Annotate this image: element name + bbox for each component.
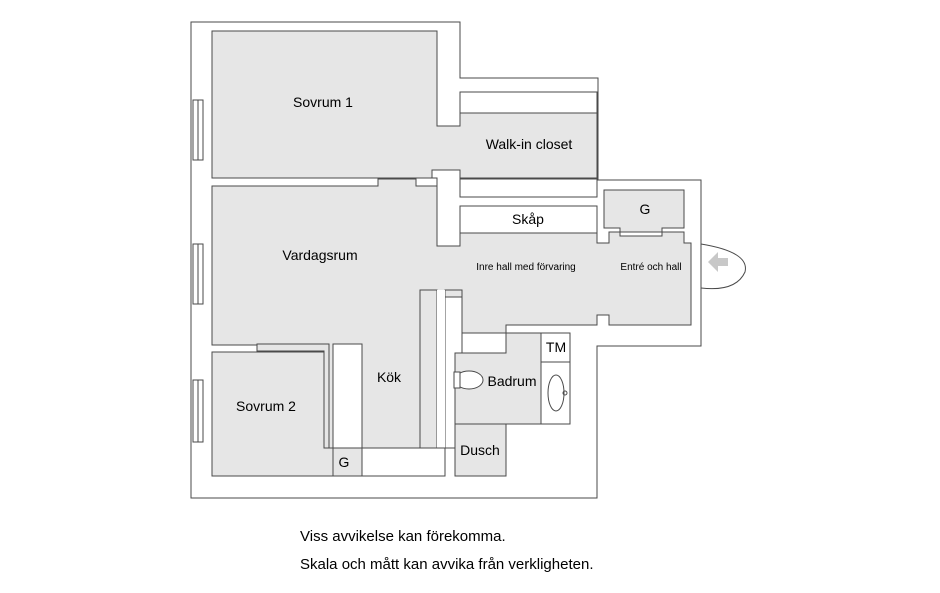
passage-bottom (361, 447, 446, 477)
room-g-entry (603, 189, 685, 233)
label-entre: Entré och hall (620, 262, 681, 273)
kitchen-counter (332, 343, 363, 449)
disclaimer-line-2: Skala och mått kan avvika från verklighe… (300, 556, 594, 573)
outer-wall (190, 21, 702, 499)
room-skap (459, 205, 598, 234)
label-inre-hall: Inre hall med förvaring (476, 262, 576, 273)
toilet-icon (453, 370, 484, 390)
room-tm (540, 332, 571, 363)
label-badrum: Badrum (487, 373, 536, 389)
label-vardagsrum: Vardagsrum (282, 247, 357, 263)
sink-icon (547, 374, 565, 412)
disclaimer-line-1: Viss avvikelse kan förekomma. (300, 528, 506, 545)
label-walkin: Walk-in closet (486, 136, 573, 152)
walkin-shelf-bottom (459, 178, 598, 198)
label-kok: Kök (377, 369, 402, 385)
label-skap: Skåp (512, 211, 544, 227)
entrance-arrow-icon (708, 252, 728, 272)
room-sovrum-2 (211, 351, 334, 477)
sink-counter (540, 361, 571, 425)
sink-drain-icon (562, 390, 568, 396)
window-middle (192, 243, 204, 305)
label-tm: TM (546, 339, 566, 355)
label-sovrum-2: Sovrum 2 (236, 398, 296, 414)
window-bottom (192, 379, 204, 443)
label-dusch: Dusch (460, 442, 500, 458)
label-g-entry: G (640, 201, 651, 217)
entry-door-swing-outer (700, 243, 746, 290)
label-g-bedroom: G (339, 454, 350, 470)
label-sovrum-1: Sovrum 1 (293, 94, 353, 110)
corridor-gap (437, 290, 445, 448)
walkin-shelf-top (459, 91, 598, 114)
window-top (192, 99, 204, 161)
